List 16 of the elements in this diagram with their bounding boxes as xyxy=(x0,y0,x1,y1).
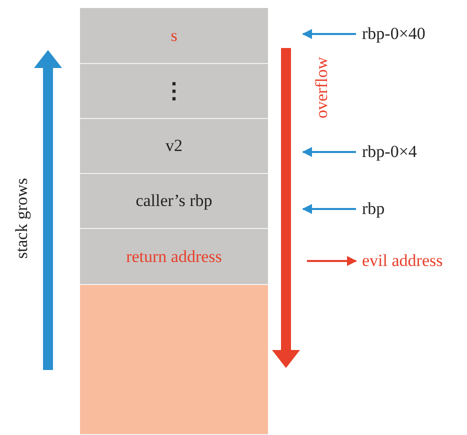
address-label: rbp-0×40 xyxy=(362,24,426,44)
stack-region xyxy=(80,285,268,435)
stack-slot: v2 xyxy=(80,119,268,174)
address-label: evil address xyxy=(362,251,443,271)
direction-label: stack grows xyxy=(12,178,32,258)
stack-slot: caller’s rbp xyxy=(80,174,268,229)
direction-label: overflow xyxy=(312,57,332,119)
address-label: rbp-0×4 xyxy=(362,142,417,162)
arrow xyxy=(302,29,356,39)
stack-slot: return address xyxy=(80,229,268,285)
arrow xyxy=(302,204,356,214)
stack-slot: s xyxy=(80,8,268,64)
address-label: rbp xyxy=(362,199,385,219)
arrow xyxy=(302,147,356,157)
stack-slot: ⋮ xyxy=(80,64,268,119)
arrow xyxy=(307,256,357,266)
